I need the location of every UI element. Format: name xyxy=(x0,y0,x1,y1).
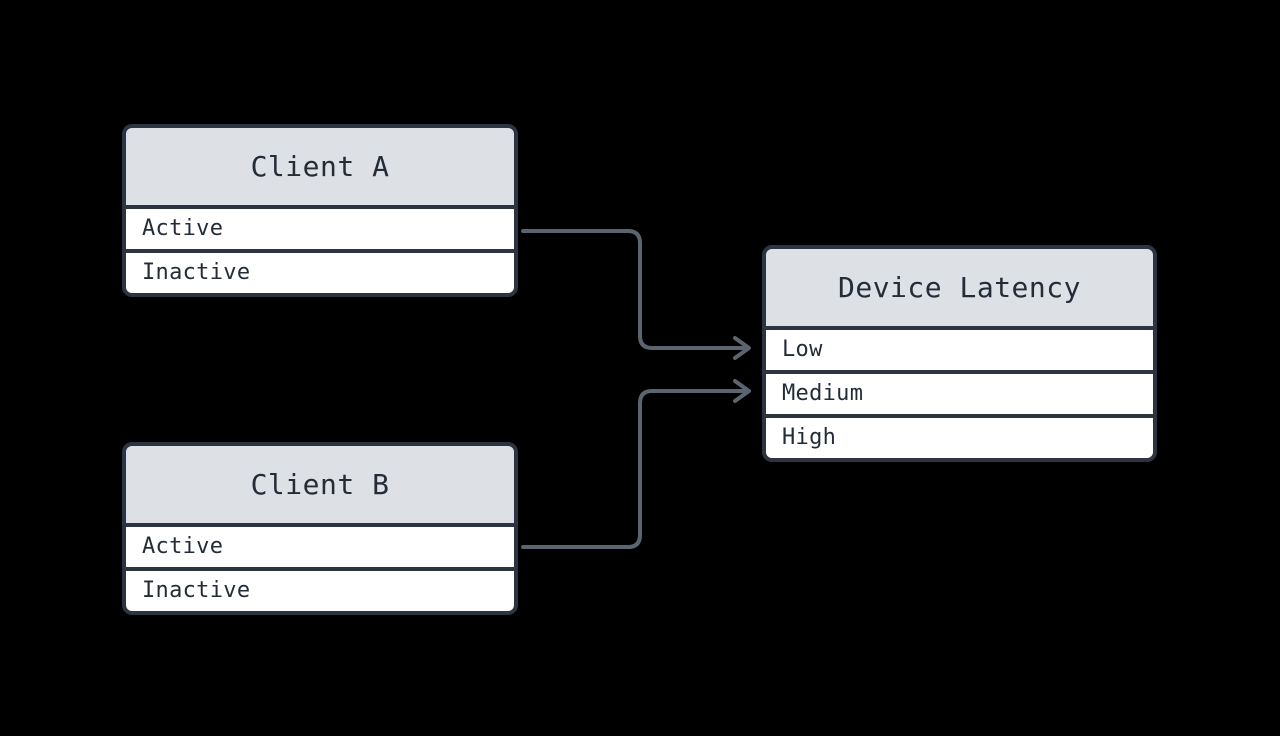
entity-row-device-latency-medium[interactable]: Medium xyxy=(766,374,1153,414)
entity-row-client-a-inactive[interactable]: Inactive xyxy=(126,253,514,293)
entity-row-device-latency-low[interactable]: Low xyxy=(766,330,1153,370)
entity-client-a[interactable]: Client A Active Inactive xyxy=(122,124,518,297)
entity-title-client-a: Client A xyxy=(126,128,514,205)
connector-client-a-active-to-low xyxy=(521,229,751,360)
entity-title-client-b: Client B xyxy=(126,446,514,523)
entity-rows-device-latency: Low Medium High xyxy=(766,326,1153,458)
entity-row-client-a-active[interactable]: Active xyxy=(126,209,514,249)
entity-client-b[interactable]: Client B Active Inactive xyxy=(122,442,518,615)
entity-rows-client-a: Active Inactive xyxy=(126,205,514,293)
connector-client-b-active-to-medium xyxy=(521,379,751,549)
entity-device-latency[interactable]: Device Latency Low Medium High xyxy=(762,245,1157,462)
entity-row-client-b-active[interactable]: Active xyxy=(126,527,514,567)
entity-title-device-latency: Device Latency xyxy=(766,249,1153,326)
entity-row-client-b-inactive[interactable]: Inactive xyxy=(126,571,514,611)
entity-row-device-latency-high[interactable]: High xyxy=(766,418,1153,458)
entity-rows-client-b: Active Inactive xyxy=(126,523,514,611)
